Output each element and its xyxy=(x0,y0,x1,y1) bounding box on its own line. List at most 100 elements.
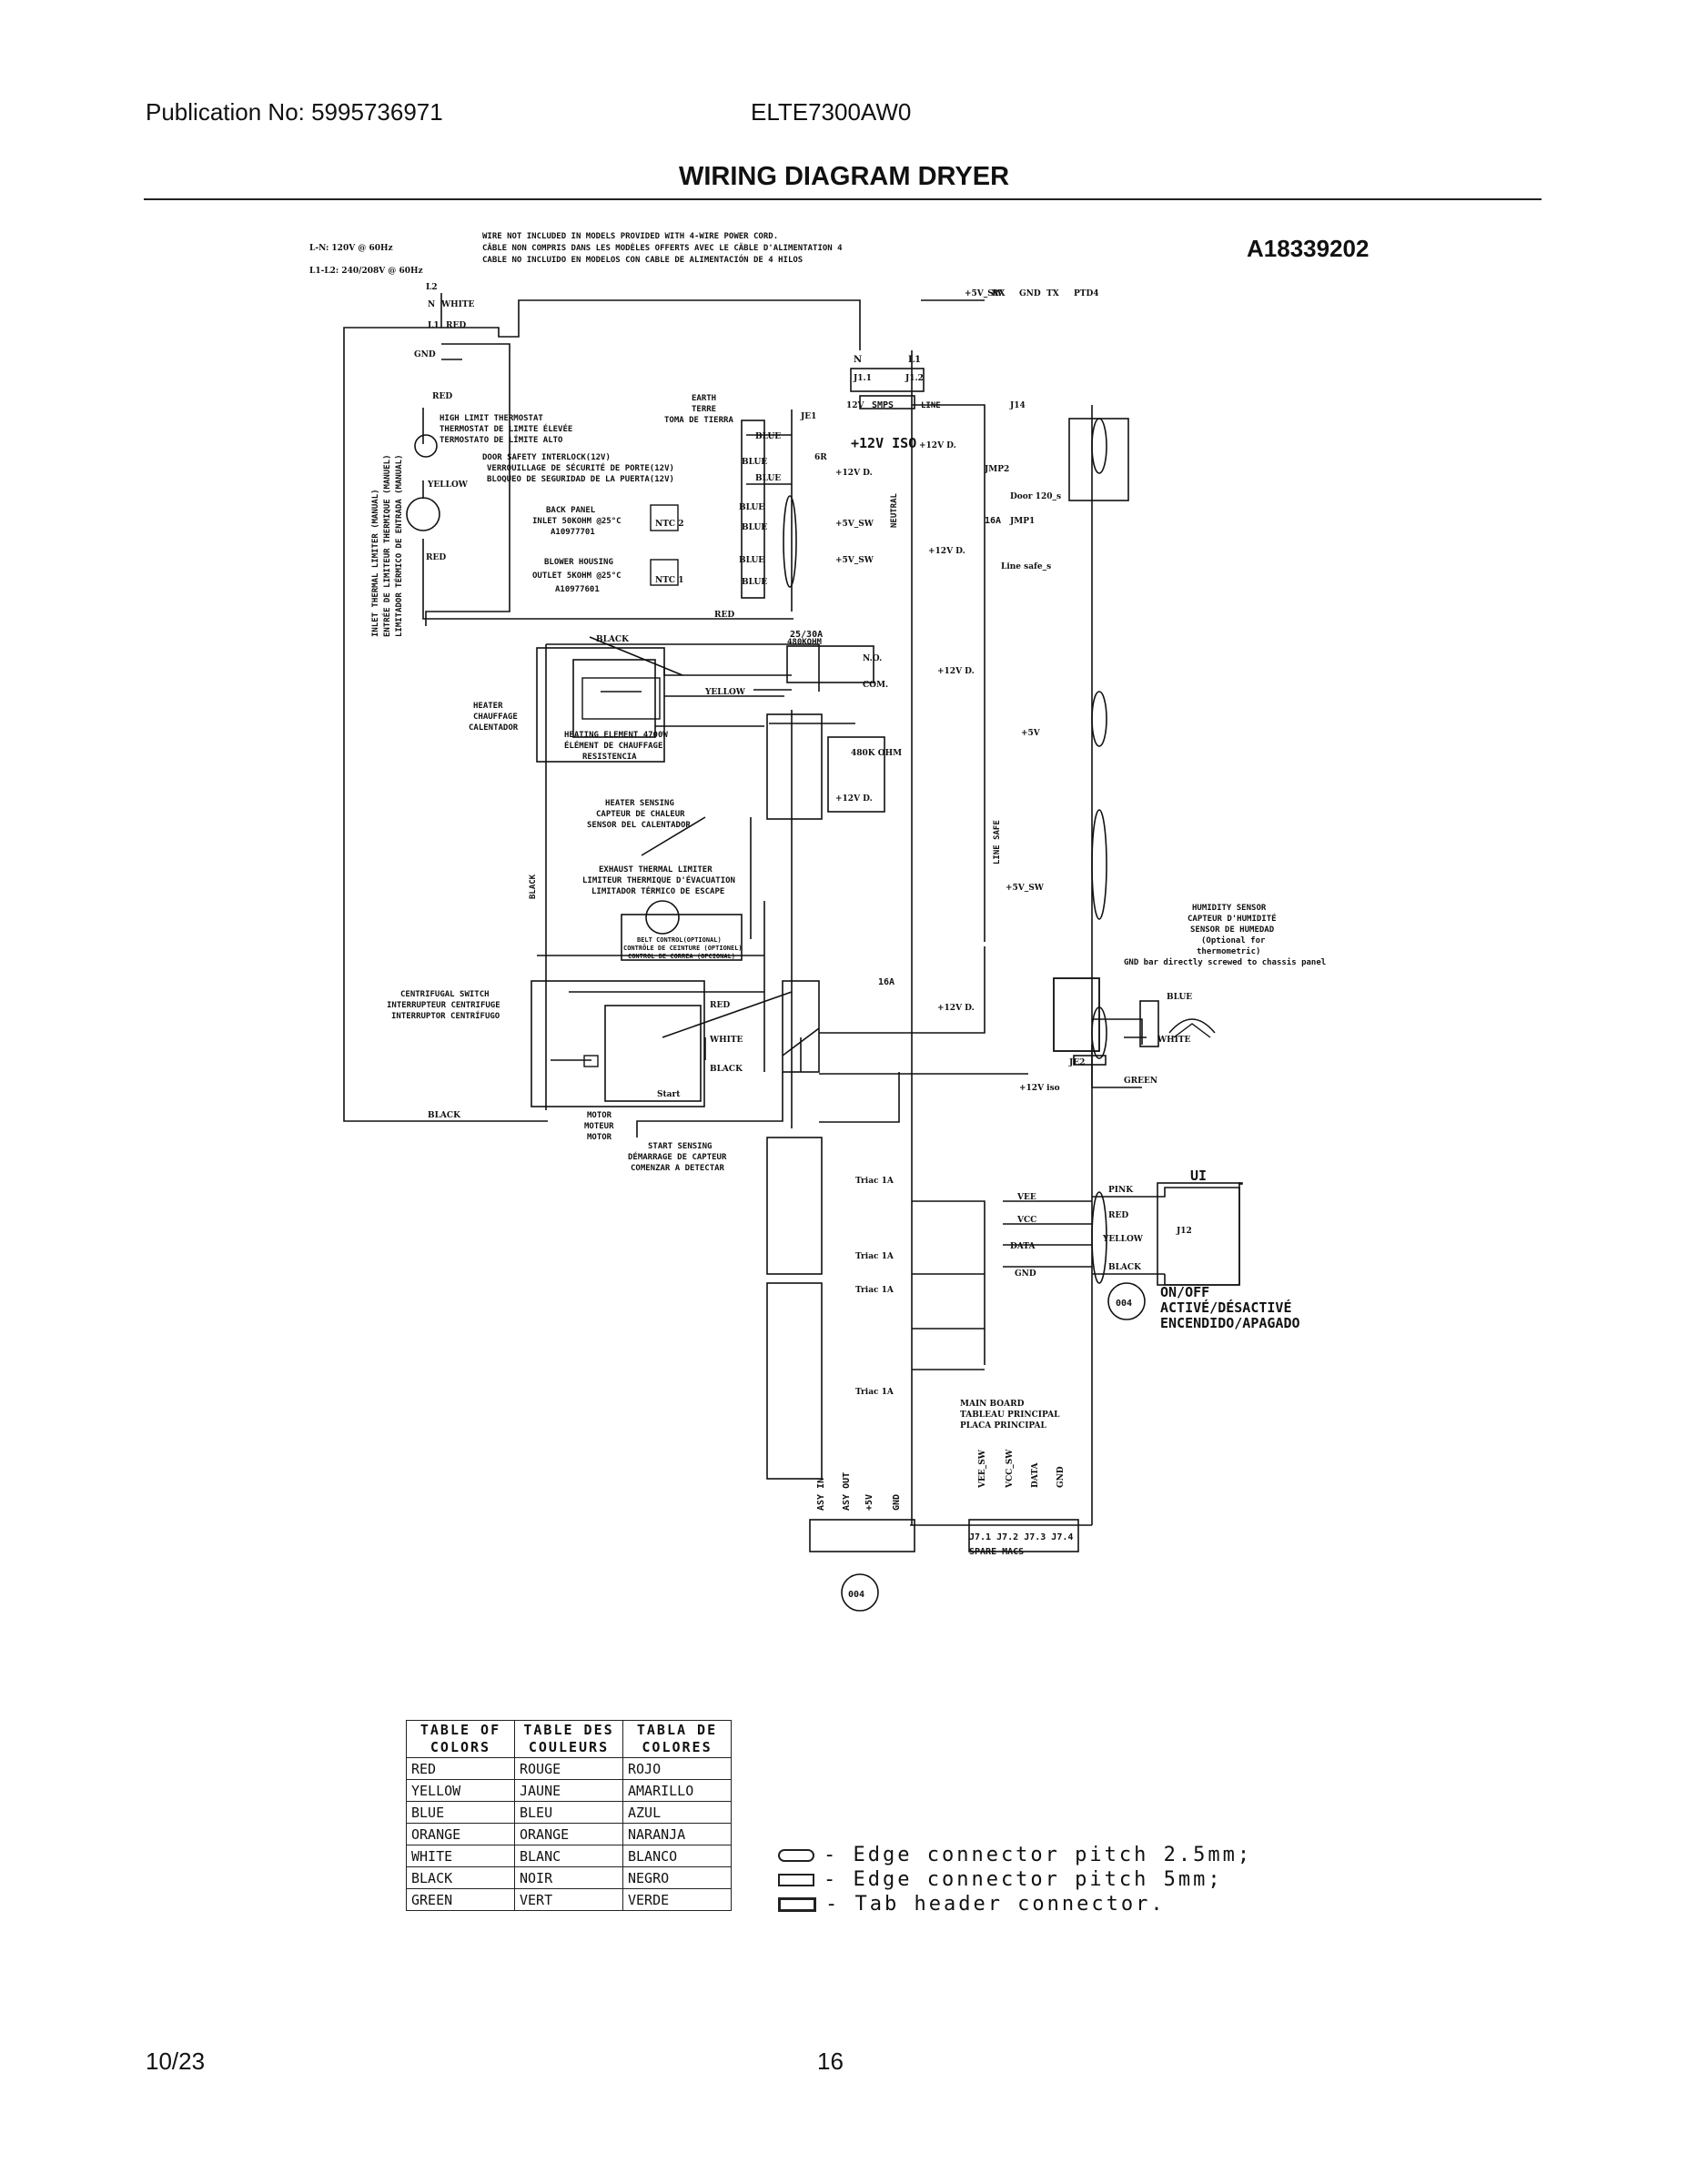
svg-text:TERRE: TERRE xyxy=(692,405,716,414)
svg-text:COM.: COM. xyxy=(863,681,888,690)
svg-text:RX: RX xyxy=(992,289,1005,298)
svg-text:INTERRUPTEUR CENTRIFUGE: INTERRUPTEUR CENTRIFUGE xyxy=(387,1001,500,1010)
svg-text:16A: 16A xyxy=(878,977,895,987)
svg-text:+12V D.: +12V D. xyxy=(928,547,965,556)
diagram-id: A18339202 xyxy=(1247,235,1370,262)
svg-text:HUMIDITY SENSOR: HUMIDITY SENSOR xyxy=(1192,904,1267,913)
svg-text:GND: GND xyxy=(1056,1466,1066,1488)
wiring-diagram: L-N: 120V @ 60Hz L1-L2: 240/208V @ 60Hz … xyxy=(309,232,1326,1612)
svg-text:480KOHM: 480KOHM xyxy=(787,638,823,647)
svg-text:BLUE: BLUE xyxy=(742,523,767,532)
svg-text:START SENSING: START SENSING xyxy=(648,1142,712,1151)
svg-text:BLUE: BLUE xyxy=(739,556,764,565)
footer-date: 10/23 xyxy=(146,2048,206,2075)
legend-item: - Edge connector pitch 5mm; xyxy=(778,1867,1252,1892)
rounded-connector-icon xyxy=(778,1848,814,1862)
svg-text:Start: Start xyxy=(657,1090,681,1099)
svg-text:+12V iso: +12V iso xyxy=(1019,1084,1060,1093)
svg-text:BLUE: BLUE xyxy=(1167,993,1192,1002)
svg-text:GREEN: GREEN xyxy=(1124,1077,1157,1086)
svg-text:LINE SAFE: LINE SAFE xyxy=(993,820,1002,864)
svg-text:TOMA DE TIERRA: TOMA DE TIERRA xyxy=(664,416,733,425)
svg-text:SENSOR DEL CALENTADOR: SENSOR DEL CALENTADOR xyxy=(587,821,691,830)
svg-text:LINE: LINE xyxy=(921,401,941,410)
diagram-labels: L-N: 120V @ 60Hz L1-L2: 240/208V @ 60Hz … xyxy=(309,232,1326,1600)
svg-text:YELLOW: YELLOW xyxy=(704,688,746,697)
svg-text:ASY IN: ASY IN xyxy=(816,1478,826,1511)
svg-text:JMP2: JMP2 xyxy=(984,465,1009,474)
svg-text:DATA: DATA xyxy=(1010,1242,1036,1251)
svg-text:004: 004 xyxy=(848,1590,864,1600)
page-number: 16 xyxy=(817,2048,844,2075)
svg-text:6R: 6R xyxy=(814,453,827,462)
svg-text:+5V_SW: +5V_SW xyxy=(835,520,874,529)
svg-text:VEE_SW: VEE_SW xyxy=(978,1449,987,1489)
svg-text:thermometric): thermometric) xyxy=(1197,946,1260,956)
svg-text:+5V_SW: +5V_SW xyxy=(965,289,1004,298)
svg-text:PTD4: PTD4 xyxy=(1074,289,1099,298)
svg-text:+12V D.: +12V D. xyxy=(919,441,956,450)
svg-text:+12V D.: +12V D. xyxy=(937,1004,975,1013)
svg-text:GND: GND xyxy=(414,350,436,359)
svg-text:Triac 1A: Triac 1A xyxy=(855,1252,895,1261)
publication-number: Publication No: 5995736971 xyxy=(146,98,443,126)
svg-text:JMP1: JMP1 xyxy=(1009,517,1035,526)
svg-text:ÉLÉMENT DE CHAUFFAGE: ÉLÉMENT DE CHAUFFAGE xyxy=(564,740,662,751)
svg-text:BLUE: BLUE xyxy=(742,458,767,467)
svg-text:RED: RED xyxy=(714,611,734,620)
svg-text:RESISTENCIA: RESISTENCIA xyxy=(582,753,637,762)
svg-text:NTC 2: NTC 2 xyxy=(655,520,683,529)
svg-text:+5V: +5V xyxy=(864,1494,874,1511)
wires xyxy=(343,293,1240,1526)
svg-text:J1.1: J1.1 xyxy=(853,374,872,383)
svg-text:WHITE: WHITE xyxy=(440,300,475,309)
svg-text:CALENTADOR: CALENTADOR xyxy=(469,723,519,733)
connector-blocks xyxy=(531,368,1243,1552)
svg-text:DATA: DATA xyxy=(1031,1461,1040,1488)
svg-text:BELT CONTROL(OPTIONAL): BELT CONTROL(OPTIONAL) xyxy=(637,936,722,944)
svg-text:MAIN BOARD: MAIN BOARD xyxy=(960,1400,1025,1409)
svg-text:N.O.: N.O. xyxy=(863,654,882,663)
svg-text:J14: J14 xyxy=(1009,401,1026,410)
connector-legend: - Edge connector pitch 2.5mm; - Edge con… xyxy=(778,1843,1252,1916)
svg-text:HEATING ELEMENT 4700W: HEATING ELEMENT 4700W xyxy=(564,731,668,740)
tab-header-icon xyxy=(778,1896,816,1912)
svg-text:L1-L2: 240/208V @ 60Hz: L1-L2: 240/208V @ 60Hz xyxy=(309,267,423,276)
svg-text:DÉMARRAGE DE CAPTEUR: DÉMARRAGE DE CAPTEUR xyxy=(628,1151,727,1162)
svg-text:VCC_SW: VCC_SW xyxy=(1006,1449,1015,1489)
svg-text:J12: J12 xyxy=(1176,1227,1192,1236)
title-divider xyxy=(144,198,1541,200)
svg-text:HEATER: HEATER xyxy=(473,702,503,711)
svg-text:CABLE NO INCLUIDO EN MODELOS C: CABLE NO INCLUIDO EN MODELOS CON CABLE D… xyxy=(482,254,803,265)
svg-text:RED: RED xyxy=(426,553,446,562)
svg-text:GND bar directly screwed to ch: GND bar directly screwed to chassis pane… xyxy=(1124,957,1326,967)
svg-text:DOOR SAFETY INTERLOCK(12V): DOOR SAFETY INTERLOCK(12V) xyxy=(482,453,611,462)
svg-text:BLUE: BLUE xyxy=(742,578,767,587)
connector-pins xyxy=(406,418,1146,1612)
model-number: ELTE7300AW0 xyxy=(751,98,912,126)
svg-text:VEE: VEE xyxy=(1016,1193,1036,1202)
svg-text:MOTEUR: MOTEUR xyxy=(584,1122,614,1131)
svg-text:Triac 1A: Triac 1A xyxy=(855,1388,895,1397)
svg-text:16A: 16A xyxy=(985,516,1001,526)
svg-text:Door 120_s: Door 120_s xyxy=(1010,492,1061,501)
svg-text:ENCENDIDO/APAGADO: ENCENDIDO/APAGADO xyxy=(1160,1315,1300,1331)
svg-text:WIRE NOT INCLUDED IN MODELS PR: WIRE NOT INCLUDED IN MODELS PROVIDED WIT… xyxy=(482,232,778,241)
svg-text:HIGH LIMIT THERMOSTAT: HIGH LIMIT THERMOSTAT xyxy=(440,414,543,423)
svg-text:YELLOW: YELLOW xyxy=(1102,1235,1144,1244)
svg-text:BLACK: BLACK xyxy=(596,635,630,644)
svg-text:INLET THERMAL LIMITER (MANUAL): INLET THERMAL LIMITER (MANUAL) xyxy=(371,489,380,637)
svg-text:BLACK: BLACK xyxy=(428,1111,461,1120)
svg-text:ENTRÉE DE LIMITEUR THERMIQUE (: ENTRÉE DE LIMITEUR THERMIQUE (MANUEL) xyxy=(381,455,392,637)
svg-text:A10977601: A10977601 xyxy=(555,585,600,594)
svg-text:N: N xyxy=(428,300,435,309)
